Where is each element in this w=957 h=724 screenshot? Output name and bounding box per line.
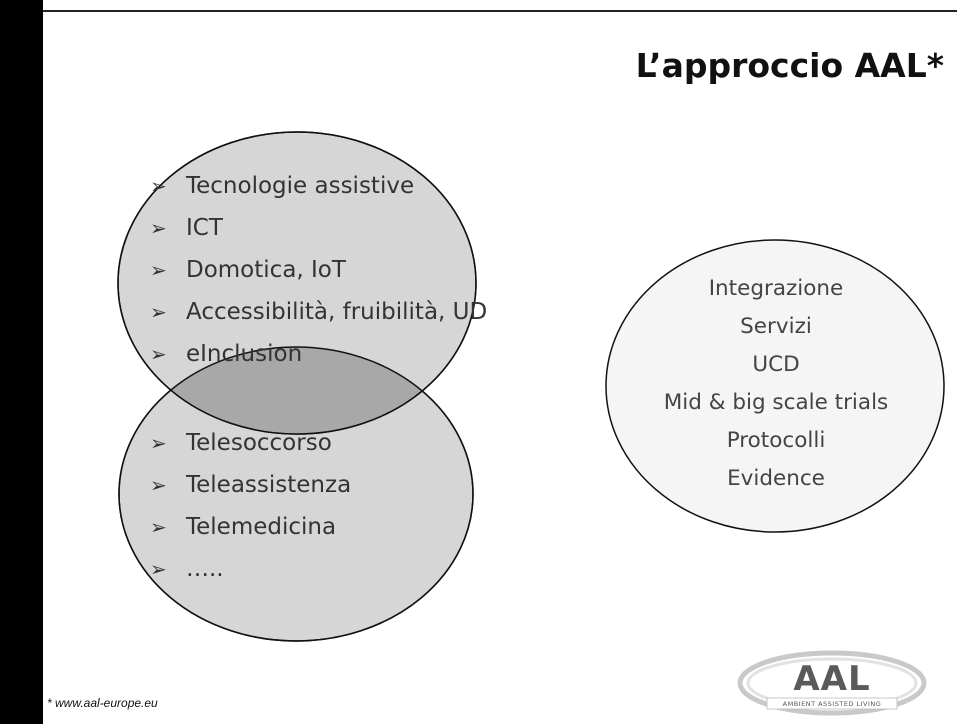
arrowhead-bullet-icon: ➢ (150, 557, 167, 581)
list-item: ➢….. (150, 556, 224, 582)
bottom-circle-outline (118, 346, 474, 642)
slide-title: L’approccio AAL* (635, 46, 944, 85)
bottom-circle-list: ➢Telesoccorso ➢Teleassistenza ➢Telemedic… (150, 422, 351, 590)
right-circle-item: Evidence (727, 466, 825, 491)
right-circle-item: Mid & big scale trials (663, 390, 889, 415)
arrowhead-bullet-icon: ➢ (150, 258, 167, 282)
arrowhead-bullet-icon: ➢ (150, 300, 167, 324)
right-circle-item: Integrazione (708, 276, 844, 301)
list-item: ➢ICT (150, 215, 223, 241)
arrowhead-bullet-icon: ➢ (150, 174, 167, 198)
list-item: ➢Accessibilità, fruibilità, UD (150, 299, 488, 325)
right-circle (605, 239, 945, 533)
right-circle-list: Integrazione Servizi UCD Mid & big scale… (606, 270, 946, 498)
list-item: ➢Domotica, IoT (150, 257, 346, 283)
top-circle-outline (117, 131, 477, 435)
right-circle-item: Protocolli (726, 428, 826, 453)
left-accent-bar (0, 0, 43, 724)
list-item: ➢Telesoccorso (150, 430, 332, 456)
logo-wordmark: AAL (793, 659, 871, 699)
logo-tagline: AMBIENT ASSISTED LIVING (782, 700, 882, 708)
arrowhead-bullet-icon: ➢ (150, 216, 167, 240)
list-item: ➢Telemedicina (150, 514, 337, 540)
arrowhead-bullet-icon: ➢ (150, 473, 167, 497)
top-divider (43, 10, 957, 12)
top-circle-list: ➢Tecnologie assistive ➢ICT ➢Domotica, Io… (150, 165, 487, 375)
right-circle-item: Servizi (740, 314, 812, 339)
list-item: ➢eInclusion (150, 341, 303, 367)
arrowhead-bullet-icon: ➢ (150, 342, 167, 366)
list-item: ➢Tecnologie assistive (150, 173, 415, 199)
arrowhead-bullet-icon: ➢ (150, 431, 167, 455)
footnote-source: * www.aal-europe.eu (47, 696, 158, 710)
aal-logo-swoosh (737, 650, 927, 716)
right-circle-item: UCD (752, 352, 800, 377)
list-item: ➢Teleassistenza (150, 472, 352, 498)
aal-logo: AAL AMBIENT ASSISTED LIVING (737, 649, 927, 717)
arrowhead-bullet-icon: ➢ (150, 515, 167, 539)
